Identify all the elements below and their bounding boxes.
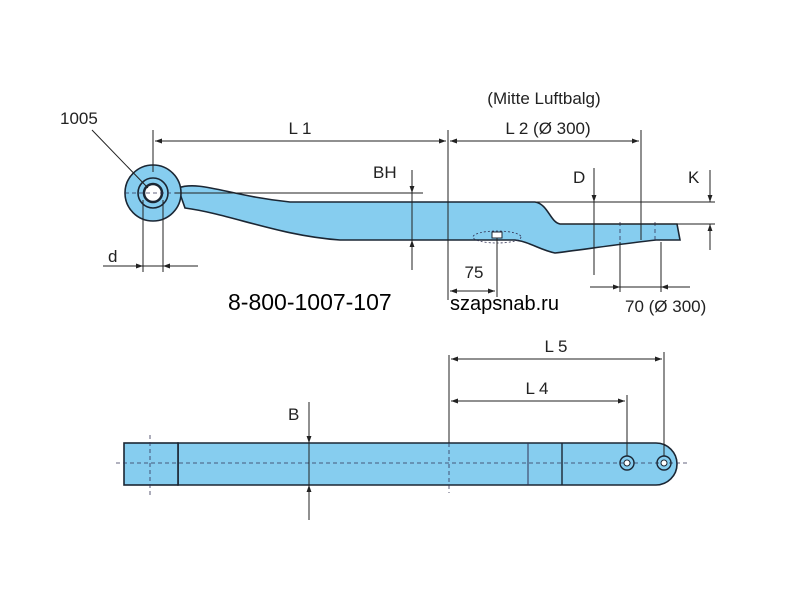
part-number-label: 1005 — [60, 109, 98, 128]
d-eye-label: d — [108, 247, 117, 266]
l2-note: (Mitte Luftbalg) — [487, 89, 600, 108]
bh-label: BH — [373, 163, 397, 182]
spring-leaf-side — [176, 185, 681, 254]
center-bolt-head — [491, 231, 503, 239]
b-label: B — [288, 405, 299, 424]
d-upper-label: D — [573, 168, 585, 187]
spring-leaf-top — [177, 442, 678, 486]
l1-label: L 1 — [288, 119, 311, 138]
dim-70-label: 70 (Ø 300) — [625, 297, 706, 316]
side-view: L 1 (Mitte Luftbalg) L 2 (Ø 300) 1005 BH… — [60, 89, 715, 316]
mount-hole-2-bore — [660, 459, 668, 467]
mount-hole-1-bore — [623, 459, 631, 467]
k-label: K — [688, 168, 700, 187]
phone-number: 8-800-1007-107 — [228, 289, 392, 315]
website: szapsnab.ru — [450, 293, 559, 315]
l4-label: L 4 — [525, 379, 548, 398]
top-view: B L 5 L 4 — [116, 337, 690, 520]
l2-label: L 2 (Ø 300) — [505, 119, 590, 138]
clamp-end — [123, 442, 179, 486]
dim-75-label: 75 — [465, 263, 484, 282]
l5-label: L 5 — [544, 337, 567, 356]
